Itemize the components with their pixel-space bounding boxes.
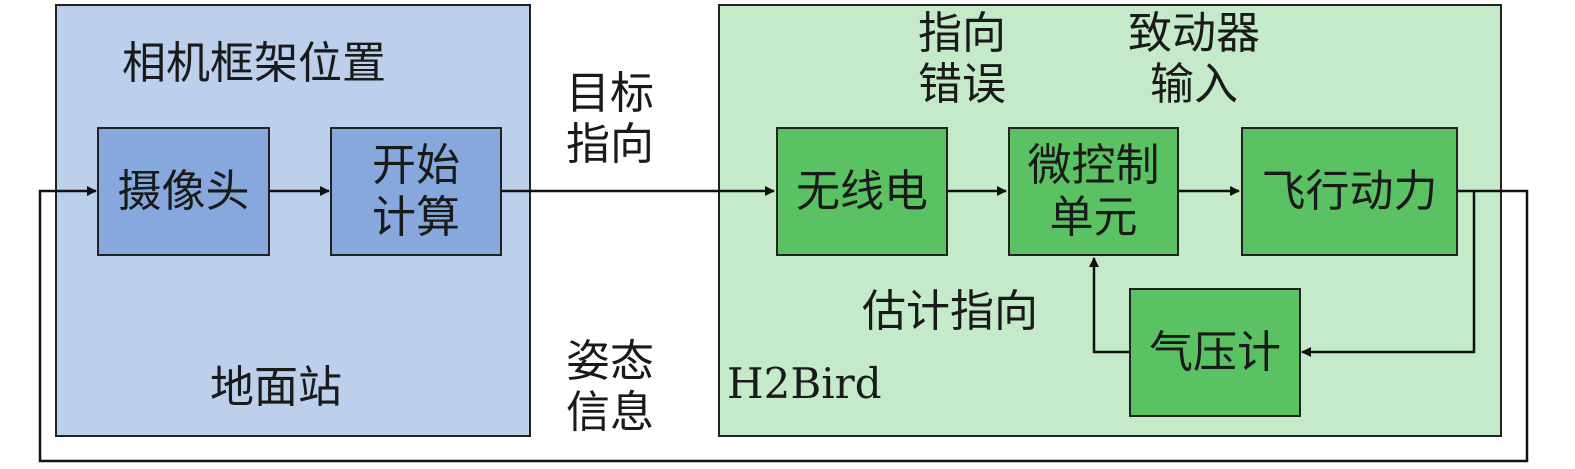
pointing-error-line2: 错误 (918, 59, 1006, 111)
ground-station-title: 相机框架位置 (122, 38, 386, 89)
mcu-line1: 微控制 (1027, 140, 1160, 192)
attitude-info-line1: 姿态 (566, 336, 654, 387)
barometer-label: 气压计 (1149, 326, 1281, 378)
barometer-block: 气压计 (1129, 288, 1301, 417)
flight-dynamics-block: 飞行动力 (1241, 127, 1458, 256)
pointing-error-line1: 指向 (918, 8, 1006, 59)
actuator-input-line1: 致动器 (1128, 8, 1260, 59)
target-pointing-line2: 指向 (566, 119, 654, 171)
radio-label: 无线电 (796, 165, 928, 217)
actuator-input-line2: 输入 (1150, 59, 1238, 111)
target-pointing-label: 目标 指向 (566, 68, 654, 170)
arrow-flight-to-barometer (1301, 191, 1476, 357)
flight-dynamics-label: 飞行动力 (1261, 165, 1438, 217)
start-compute-line1: 开始 (372, 140, 460, 192)
arrow-barometer-to-mcu (1089, 257, 1129, 354)
h2bird-label: H2Bird (727, 359, 882, 408)
mcu-block: 微控制 单元 (1008, 127, 1179, 256)
actuator-input-label: 致动器 输入 (1128, 8, 1260, 110)
mcu-line2: 单元 (1049, 191, 1138, 243)
target-pointing-line1: 目标 (566, 68, 654, 119)
pointing-error-label: 指向 错误 (918, 8, 1006, 110)
estimated-pointing-label: 估计指向 (862, 286, 1038, 337)
start-compute-block: 开始 计算 (330, 127, 502, 256)
start-compute-line2: 计算 (372, 191, 460, 243)
camera-block: 摄像头 (97, 127, 270, 256)
ground-station-label: 地面站 (210, 362, 342, 413)
attitude-info-line2: 信息 (566, 387, 654, 439)
camera-label: 摄像头 (117, 165, 250, 217)
radio-block: 无线电 (776, 127, 948, 256)
feedback-loop-line (38, 186, 1529, 463)
attitude-info-label: 姿态 信息 (566, 336, 654, 438)
